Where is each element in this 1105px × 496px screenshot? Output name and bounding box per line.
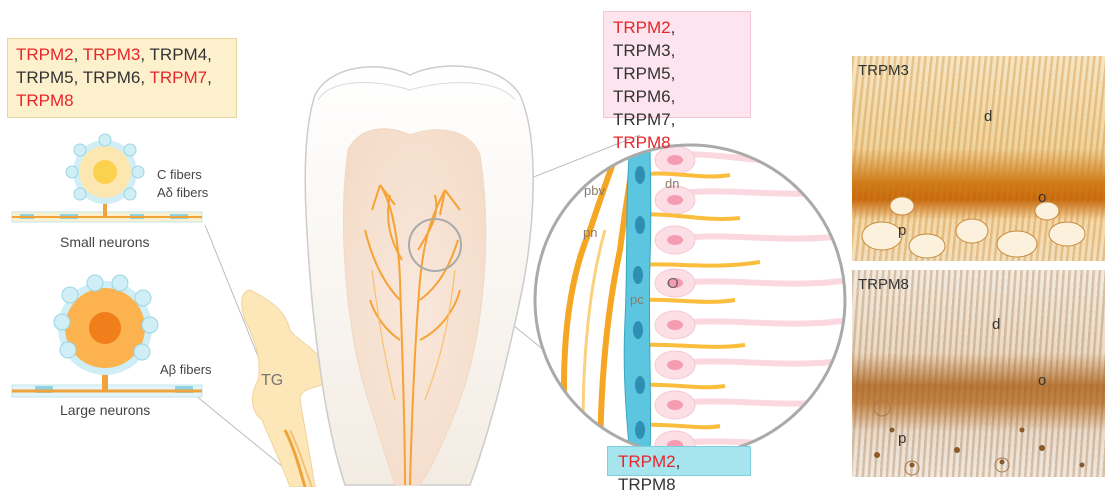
micrograph-trpm3-p: p	[898, 222, 906, 239]
pn-label: pn	[583, 225, 597, 240]
micrograph-trpm3-d: d	[984, 108, 992, 125]
ad-fibers-label: Aδ fibers	[157, 185, 208, 200]
tooth	[305, 66, 533, 485]
odontoblast-label: O	[667, 275, 679, 292]
left-trpm-item: TRPM2	[16, 45, 74, 64]
middle-trpm-item: TRPM2	[613, 18, 671, 37]
left-trpm-item: TRPM8	[16, 91, 74, 110]
dn-label: dn	[665, 176, 679, 191]
middle-trpm-item: TRPM5, TRPM6,	[613, 64, 675, 106]
left-trpm-item: ,	[74, 45, 83, 64]
micrograph-trpm3-cells	[852, 56, 1105, 261]
micrograph-trpm8-d: d	[992, 316, 1000, 333]
pc-label: pc	[630, 292, 644, 307]
micrograph-trpm8-o: o	[1038, 372, 1046, 389]
left-trpm-item: TRPM3	[83, 45, 141, 64]
ab-fibers-label: Aβ fibers	[160, 362, 212, 377]
bottom-trpm-item: TRPM2	[618, 452, 676, 471]
left-trpm-item: , TRPM4,	[140, 45, 211, 64]
middle-trpm-box: TRPM2, TRPM3, TRPM5, TRPM6, TRPM7, TRPM8	[603, 11, 751, 118]
pbv-label: pbv	[584, 183, 605, 198]
micrograph-trpm8-p: p	[898, 430, 906, 447]
left-trpm-item: ,	[207, 68, 212, 87]
middle-trpm-item: TRPM8	[613, 133, 671, 152]
small-neurons-label: Small neurons	[60, 234, 150, 250]
large-neurons-label: Large neurons	[60, 402, 150, 418]
magnified-pulp-view	[535, 145, 850, 470]
micrograph-trpm8-cells	[852, 270, 1105, 477]
large-neuron	[12, 275, 202, 397]
micrograph-trpm3-o: o	[1038, 189, 1046, 206]
tg-label: TG	[261, 372, 283, 390]
bottom-trpm-box: TRPM2, TRPM8	[607, 446, 751, 476]
left-trpm-item: TRPM5, TRPM6,	[16, 68, 150, 87]
middle-trpm-item: TRPM7,	[613, 110, 675, 129]
left-trpm-box: TRPM2, TRPM3, TRPM4, TRPM5, TRPM6, TRPM7…	[7, 38, 237, 118]
micrograph-trpm3-title: TRPM3	[858, 62, 909, 79]
left-trpm-item: TRPM7	[150, 68, 208, 87]
c-fibers-label: C fibers	[157, 167, 202, 182]
micrograph-trpm3: TRPM3 d o p	[852, 56, 1105, 261]
micrograph-trpm8-title: TRPM8	[858, 276, 909, 293]
micrograph-trpm8: TRPM8 d o p	[852, 270, 1105, 477]
